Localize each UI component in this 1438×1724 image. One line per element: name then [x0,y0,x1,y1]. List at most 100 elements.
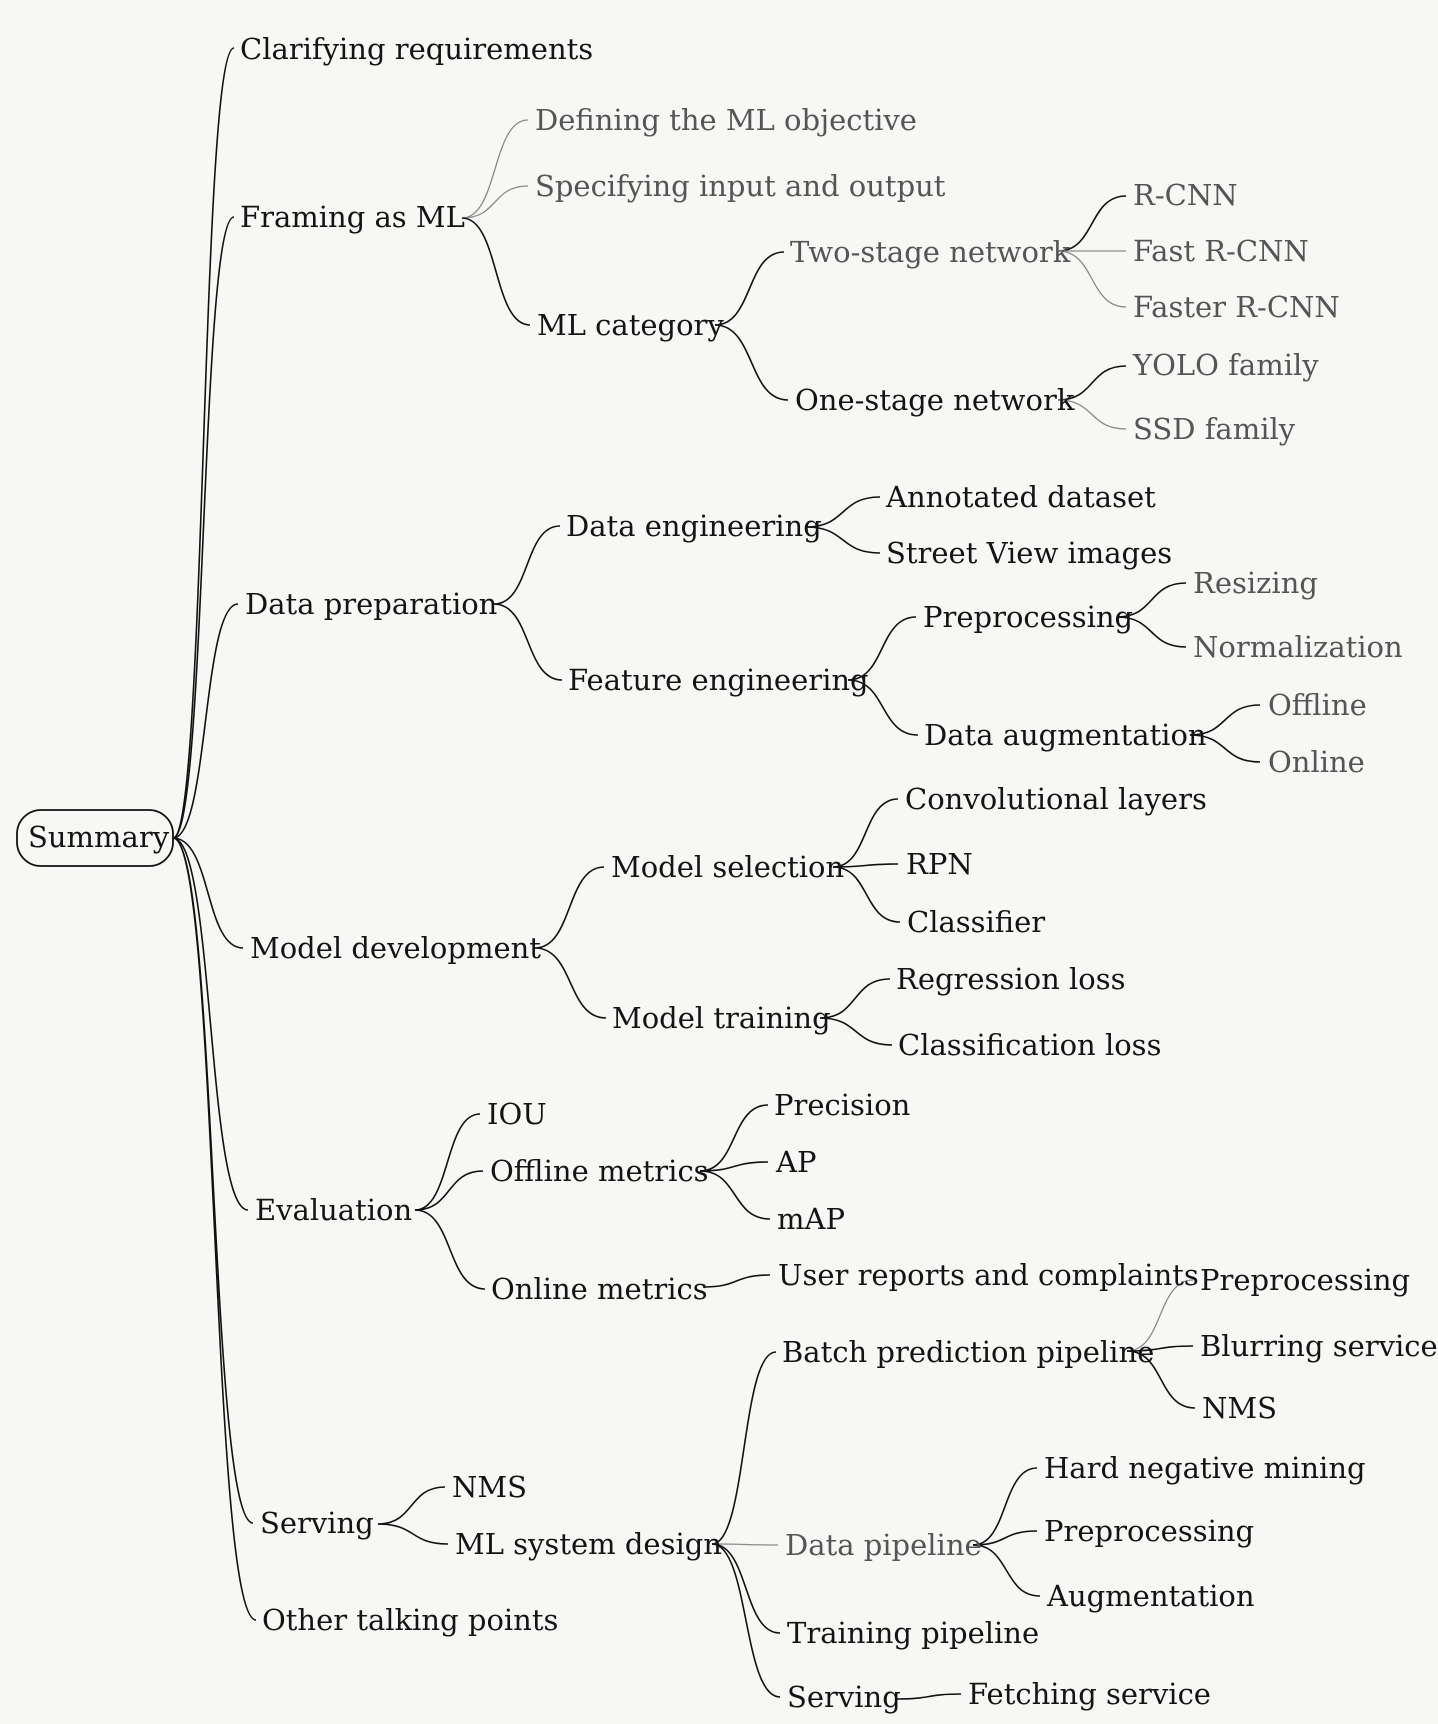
node-model-training: Model training [612,1001,831,1035]
connector-line [377,1523,449,1545]
connector-line [414,1209,486,1290]
node-ml-system-design: ML system design [455,1527,722,1561]
connector-line [461,217,531,326]
connector-line [1126,1279,1194,1352]
connector-line [711,1543,781,1634]
node-resizing: Resizing [1193,566,1318,600]
connector-line [1057,365,1127,401]
node-defining-ml-objective: Defining the ML objective [535,103,917,137]
node-augmentation: Augmentation [1046,1579,1255,1613]
branch-other-talking-points: Other talking points [262,1603,558,1637]
connector-line [832,866,901,923]
node-offline: Offline [1268,688,1367,722]
connector-line [711,1351,777,1545]
connector-line [1116,616,1187,648]
connector-line [1116,582,1187,618]
node-online-metrics: Online metrics [491,1272,708,1306]
connector-line [714,324,789,401]
node-convolutional-layers: Convolutional layers [905,782,1207,816]
connector-line [699,1161,769,1172]
node-batch-nms: NMS [1202,1391,1277,1425]
node-user-reports-complaints: User reports and complaints [778,1258,1199,1292]
node-ssd-family: SSD family [1133,412,1296,446]
connector-line [1126,1350,1196,1409]
node-feature-engineering: Feature engineering [568,663,869,697]
connector-line [805,496,881,528]
node-batch-prediction-pipeline: Batch prediction pipeline [782,1335,1154,1369]
node-preprocessing: Preprocessing [923,600,1133,634]
node-precision: Precision [774,1088,910,1122]
connector-line [711,1543,779,1546]
node-iou: IOU [487,1097,547,1131]
connector-line [1126,1345,1194,1352]
connector-line [1189,734,1261,763]
connector-line [461,119,529,219]
connector-line [1057,399,1127,430]
node-map: mAP [777,1202,845,1236]
connector-line [172,603,239,839]
connector-line [414,1170,484,1211]
node-rpn: RPN [906,847,973,881]
connector-lines [172,47,1261,1700]
node-data-engineering: Data engineering [566,509,822,543]
node-fast-r-cnn: Fast R-CNN [1133,234,1309,268]
connector-line [493,603,563,681]
node-ap: AP [775,1145,816,1179]
node-normalization: Normalization [1193,630,1403,664]
node-data-augmentation: Data augmentation [924,718,1207,752]
node-r-cnn: R-CNN [1133,178,1238,212]
node-classifier: Classifier [907,905,1045,939]
connector-line [172,47,235,839]
node-regression-loss: Regression loss [896,962,1125,996]
node-data-preprocessing: Preprocessing [1044,1514,1254,1548]
connector-line [805,526,881,554]
node-yolo-family: YOLO family [1132,348,1319,382]
branch-model-development: Model development [250,931,541,965]
connector-line [172,837,244,949]
connector-line [1189,704,1261,736]
connector-line [461,185,529,219]
connector-line [832,863,899,868]
connector-line [414,1113,481,1211]
branch-serving: Serving [260,1506,374,1540]
node-ml-category: ML category [537,308,724,342]
node-offline-metrics: Offline metrics [490,1154,709,1188]
branch-clarifying-requirements: Clarifying requirements [240,32,593,66]
connector-line [711,1543,781,1698]
connector-line [819,1017,893,1046]
connector-line [699,1104,769,1172]
connector-line [493,525,561,605]
connector-line [172,837,254,1524]
connector-line [377,1486,446,1525]
connector-line [972,1530,1038,1546]
node-specifying-input-output: Specifying input and output [535,169,946,203]
connector-line [896,1693,962,1700]
connector-line [172,216,235,839]
branch-evaluation: Evaluation [255,1193,412,1227]
connector-line [534,947,607,1019]
connector-line [847,616,917,681]
node-faster-r-cnn: Faster R-CNN [1133,290,1340,324]
root-node-box [16,809,174,867]
connector-line [1057,250,1127,308]
node-training-pipeline: Training pipeline [787,1616,1039,1650]
node-serving-leaf: Serving [787,1680,901,1714]
node-two-stage-network: Two-stage network [790,235,1071,269]
connector-line [972,1544,1041,1597]
node-data-pipeline: Data pipeline [785,1528,982,1562]
connector-line [534,866,605,949]
node-blurring-service: Blurring service [1200,1329,1438,1363]
node-serving-nms: NMS [452,1470,527,1504]
node-online: Online [1268,745,1365,779]
connector-line [972,1467,1038,1546]
connector-line [832,798,899,868]
connector-line [714,251,785,326]
node-fetching-service: Fetching service [968,1677,1211,1711]
connector-line [819,978,891,1019]
branch-framing-as-ml: Framing as ML [240,200,465,234]
node-street-view-images: Street View images [886,536,1172,570]
connector-line [847,679,919,736]
connector-line [172,837,249,1211]
node-annotated-dataset: Annotated dataset [885,480,1156,514]
